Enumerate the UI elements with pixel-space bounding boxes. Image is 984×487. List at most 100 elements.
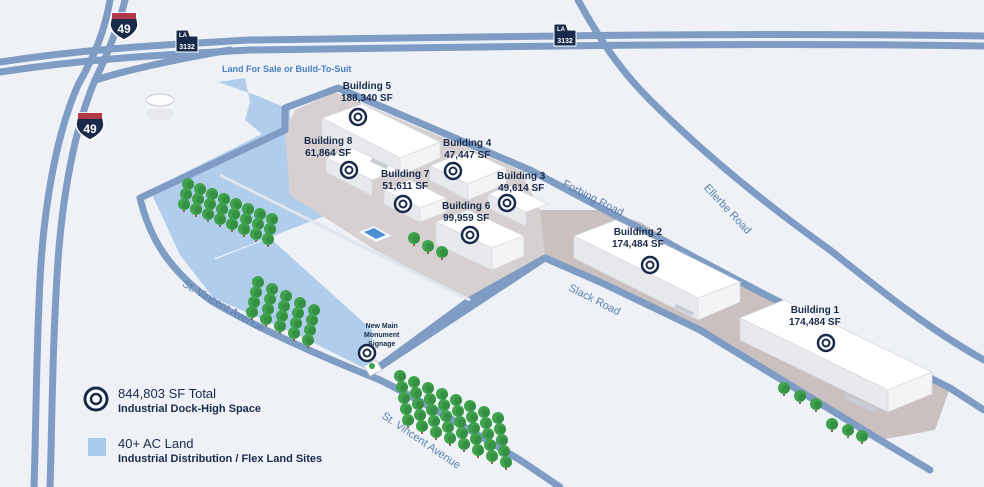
tree <box>468 422 480 436</box>
building-6-label: Building 6 99,959 SF <box>442 201 490 225</box>
monument-label-line1: New Main <box>365 323 398 330</box>
legend-land-swatch <box>88 438 106 456</box>
tree <box>430 426 442 440</box>
land-for-sale-label: Land For Sale or Build-To-Suit <box>222 63 351 75</box>
tree <box>482 428 494 442</box>
building-2-size: 174,484 SF <box>612 239 664 250</box>
building-7-size: 51,611 SF <box>382 181 428 192</box>
interstate-shield-south: 49 <box>75 112 105 141</box>
tree <box>238 223 250 237</box>
legend-building-icon <box>83 386 109 412</box>
land-parcel-south <box>214 238 372 372</box>
land-label-line1: Land For Sale or <box>222 64 294 74</box>
la-shield-east-number: 3132 <box>557 38 573 45</box>
tree <box>302 334 314 348</box>
interstate-shield-south-number: 49 <box>83 122 97 136</box>
building-1-name: Building 1 <box>790 305 840 316</box>
building-6-size: 99,959 SF <box>443 213 490 224</box>
legend-land-title: 40+ AC Land <box>118 436 194 451</box>
interstate-shield-north-number: 49 <box>117 22 131 36</box>
building-6-name: Building 6 <box>442 201 491 212</box>
tree <box>178 198 190 212</box>
land-label-line2: Build-To-Suit <box>295 64 352 74</box>
land-parcels <box>150 78 375 372</box>
building-3-marker <box>497 193 517 213</box>
tree <box>444 432 456 446</box>
building-8-size: 61,864 SF <box>305 148 352 159</box>
tree <box>264 223 276 237</box>
tree <box>262 303 274 317</box>
la-shield-west: LA 3132 <box>175 29 199 53</box>
tree <box>464 400 476 414</box>
building-7-name: Building 7 <box>381 169 430 180</box>
tree <box>408 232 420 246</box>
building-2-label: Building 2 174,484 SF <box>612 227 664 251</box>
tree <box>454 416 466 430</box>
monument-label-line3: Signage <box>368 341 396 348</box>
la-shield-west-number: 3132 <box>179 44 195 51</box>
legend-land-subtitle: Industrial Distribution / Flex Land Site… <box>118 453 323 465</box>
tree <box>440 410 452 424</box>
tree <box>218 193 230 207</box>
building-1-shape <box>739 299 933 413</box>
interior-drives <box>219 173 471 302</box>
building-5-label: Building 5 188,340 SF <box>341 81 393 105</box>
building-2-marker <box>640 255 660 275</box>
building-8-marker <box>339 160 359 180</box>
tree <box>450 394 462 408</box>
tree <box>250 228 262 242</box>
tree <box>436 388 448 402</box>
tree <box>190 203 202 217</box>
tree <box>202 208 214 222</box>
la-shield-east-state: LA <box>557 27 566 33</box>
tree <box>402 414 414 428</box>
building-6-marker <box>460 225 480 245</box>
legend-item-space: 844,803 SF Total Industrial Dock-High Sp… <box>118 386 261 417</box>
building-7-marker <box>393 194 413 214</box>
tree <box>264 293 276 307</box>
tree <box>422 240 434 254</box>
tree <box>466 411 478 425</box>
building-4-marker <box>443 161 463 181</box>
tree <box>306 314 318 328</box>
monument-marker <box>357 343 377 363</box>
water-tank <box>145 93 175 120</box>
monument-label-line2: Monument <box>364 332 400 339</box>
building-5-marker <box>348 107 368 127</box>
tree <box>262 233 274 247</box>
monument-sign <box>363 359 383 377</box>
building-1-marker <box>816 333 836 353</box>
tree <box>416 420 428 434</box>
building-1-size: 174,484 SF <box>789 317 841 328</box>
tree <box>252 276 264 290</box>
legend-item-land: 40+ AC Land Industrial Distribution / Fl… <box>118 436 322 467</box>
tree <box>794 390 806 404</box>
building-3-size: 49,614 SF <box>498 183 545 194</box>
la-shield-east: LA 3132 <box>553 23 577 47</box>
legend-space-title: 844,803 SF Total <box>118 386 217 401</box>
tree <box>426 404 438 418</box>
trees <box>178 178 868 470</box>
building-3-label: Building 3 49,614 SF <box>497 171 545 195</box>
legend-space-subtitle: Industrial Dock-High Space <box>118 403 262 415</box>
tree <box>826 418 838 432</box>
building-1-label: Building 1 174,484 SF <box>789 305 841 329</box>
tree <box>492 412 504 426</box>
tree <box>248 296 260 310</box>
tree <box>436 246 448 260</box>
tree <box>288 327 300 341</box>
building-8-name: Building 8 <box>304 136 353 147</box>
tree <box>254 208 266 222</box>
tree <box>226 218 238 232</box>
tree <box>214 213 226 227</box>
tree <box>500 456 512 470</box>
tree <box>480 417 492 431</box>
tree <box>252 218 264 232</box>
tree <box>842 424 854 438</box>
la-shield-west-state: LA <box>179 33 188 39</box>
pool <box>356 225 394 243</box>
building-markers <box>339 107 836 363</box>
tree <box>266 213 278 227</box>
tree <box>458 438 470 452</box>
